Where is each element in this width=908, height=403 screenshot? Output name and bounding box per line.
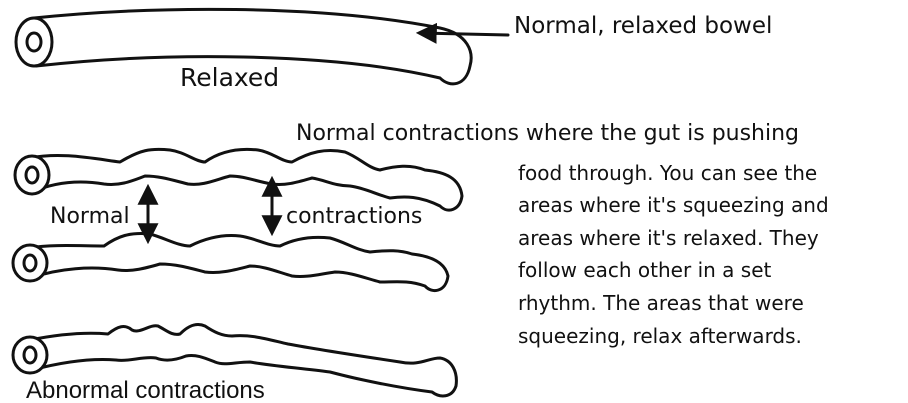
caption-line-1: Normal contractions where the gut is pus… <box>296 121 799 146</box>
normal-relaxed-bowel-label: Normal, relaxed bowel <box>514 13 772 39</box>
relaxed-label: Relaxed <box>180 63 279 92</box>
caption-line-3: areas where it's squeezing and <box>518 193 829 217</box>
caption-line-4: areas where it's relaxed. They <box>518 226 819 250</box>
abnormal-contractions-label: Abnormal contractions <box>26 377 265 403</box>
relaxed-bowel-opening <box>16 18 52 66</box>
normal-label: Normal <box>50 204 130 229</box>
caption-line-7: squeezing, relax afterwards. <box>518 324 802 348</box>
normal-contraction-tube-bottom-opening <box>13 245 47 281</box>
caption-line-2: food through. You can see the <box>518 161 817 185</box>
normal-contraction-tube-top <box>15 149 462 210</box>
normal-contraction-tube-bottom <box>13 234 448 291</box>
contractions-label: contractions <box>286 204 422 229</box>
caption: Normal contractions where the gut is pus… <box>296 121 829 348</box>
abnormal-contraction-tube-opening <box>13 337 47 373</box>
normal-contraction-tube-top-opening <box>15 156 49 194</box>
relaxed-bowel-pointer-arrow <box>420 33 508 35</box>
caption-line-5: follow each other in a set <box>518 258 771 282</box>
caption-line-6: rhythm. The areas that were <box>518 291 804 315</box>
